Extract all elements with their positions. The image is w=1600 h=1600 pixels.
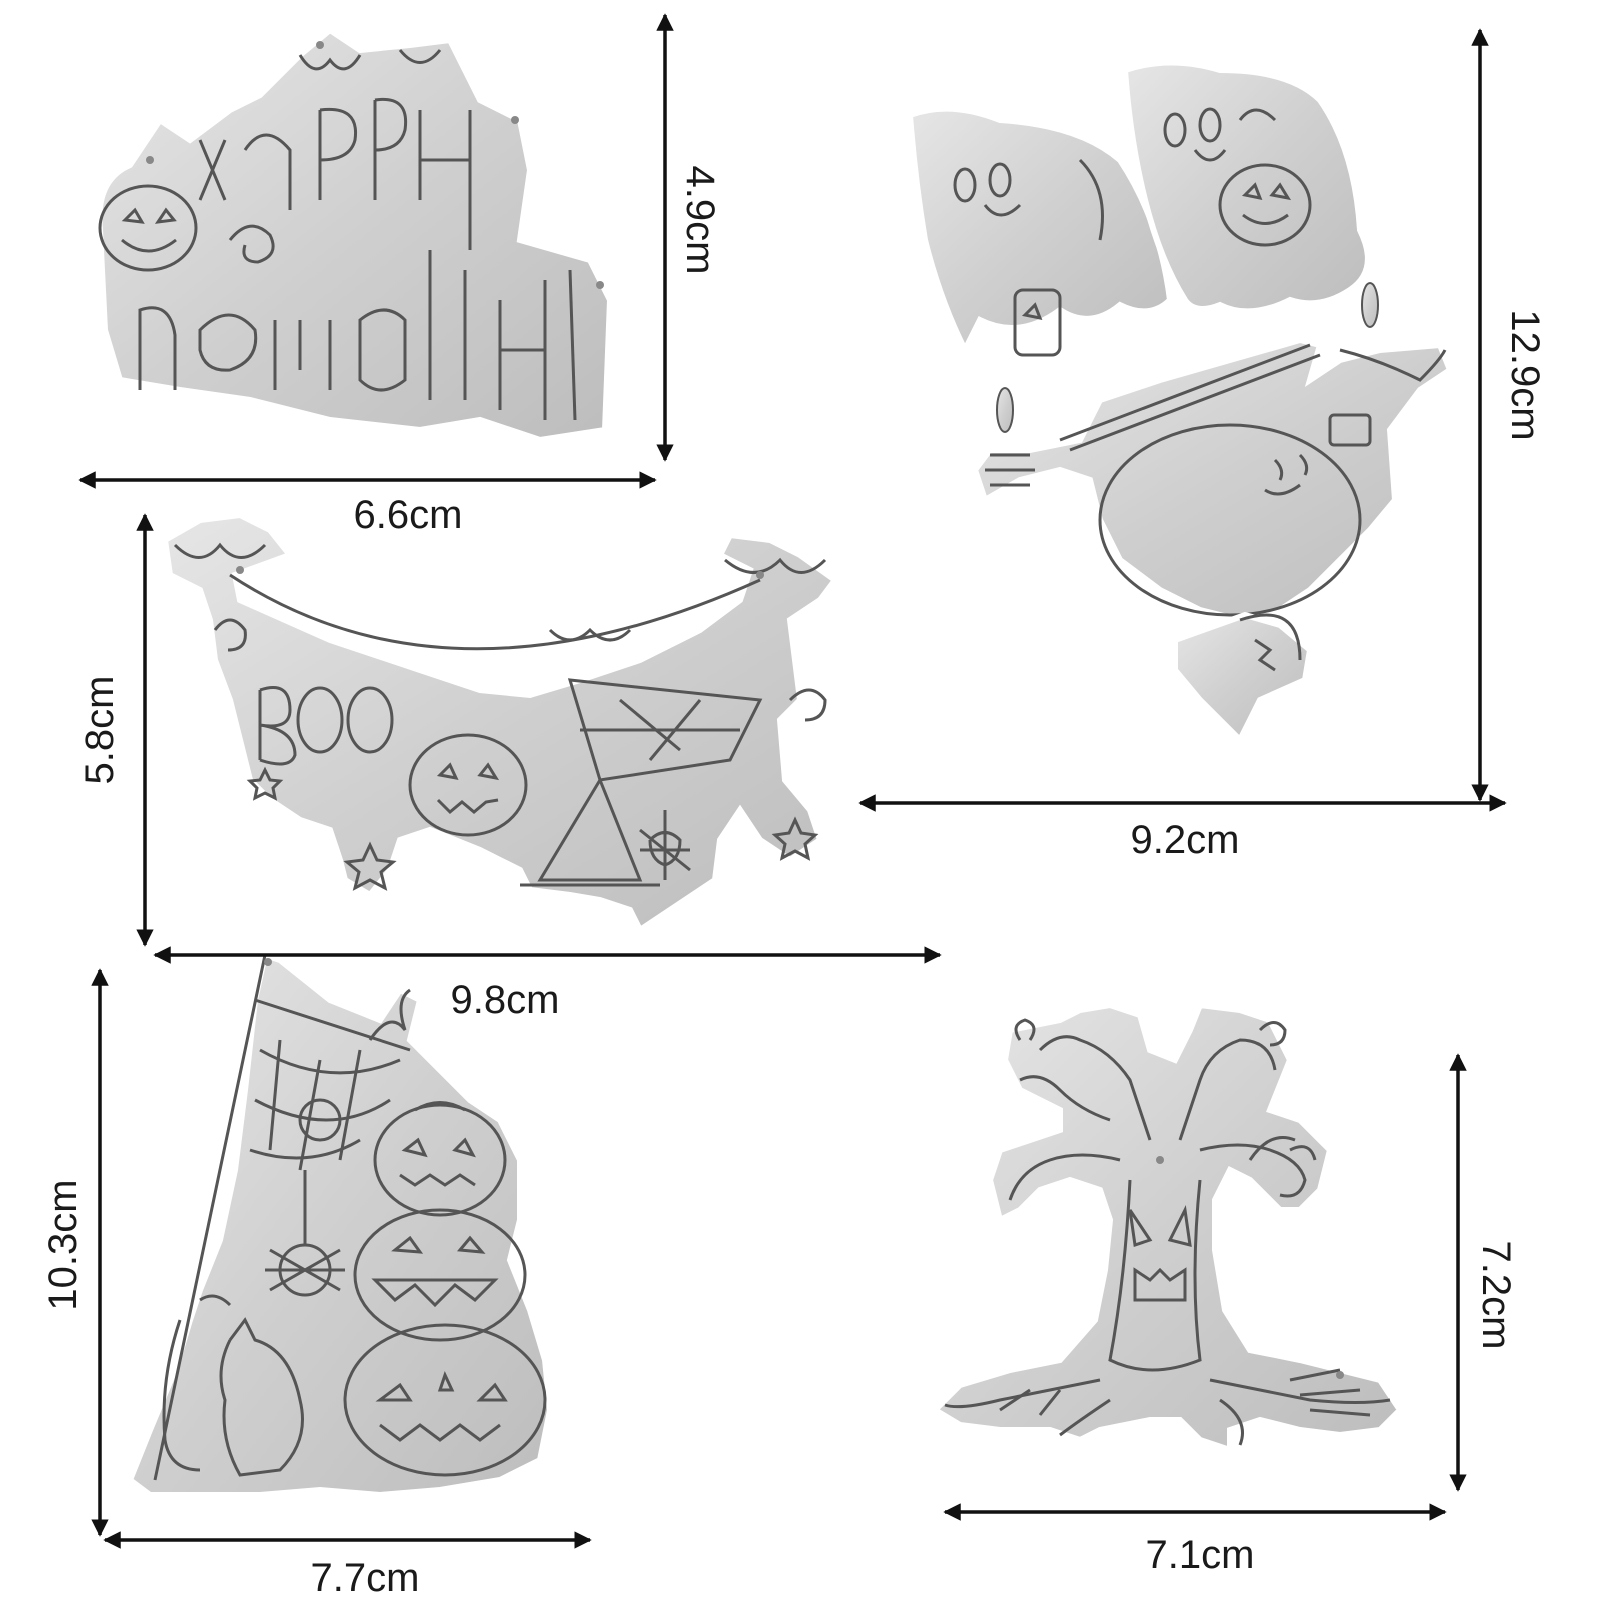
dim-label-pumpkins-height: 10.3cm	[41, 1179, 85, 1311]
dim-label-halloween-height: 4.9cm	[678, 165, 722, 275]
dim-label-ghosts-height: 12.9cm	[1503, 309, 1547, 441]
dim-label-garland-width: 9.8cm	[450, 978, 560, 1022]
happy-halloween-lettering-die-icon	[96, 26, 614, 444]
ghosts-with-witch-ghost-die-icon	[906, 59, 1454, 746]
dim-label-garland-height: 5.8cm	[78, 675, 122, 785]
boo-bat-garland-die-icon	[161, 511, 840, 935]
pumpkins-spiderweb-cat-die-icon	[126, 951, 554, 1499]
dim-label-tree-width: 7.1cm	[1145, 1533, 1255, 1577]
dim-label-ghosts-width: 9.2cm	[1130, 818, 1240, 862]
dim-label-halloween-width: 6.6cm	[353, 493, 463, 537]
dim-label-tree-height: 7.2cm	[1474, 1240, 1518, 1350]
dim-label-pumpkins-width: 7.7cm	[310, 1556, 420, 1600]
spooky-tree-face-die-icon	[930, 1001, 1404, 1455]
